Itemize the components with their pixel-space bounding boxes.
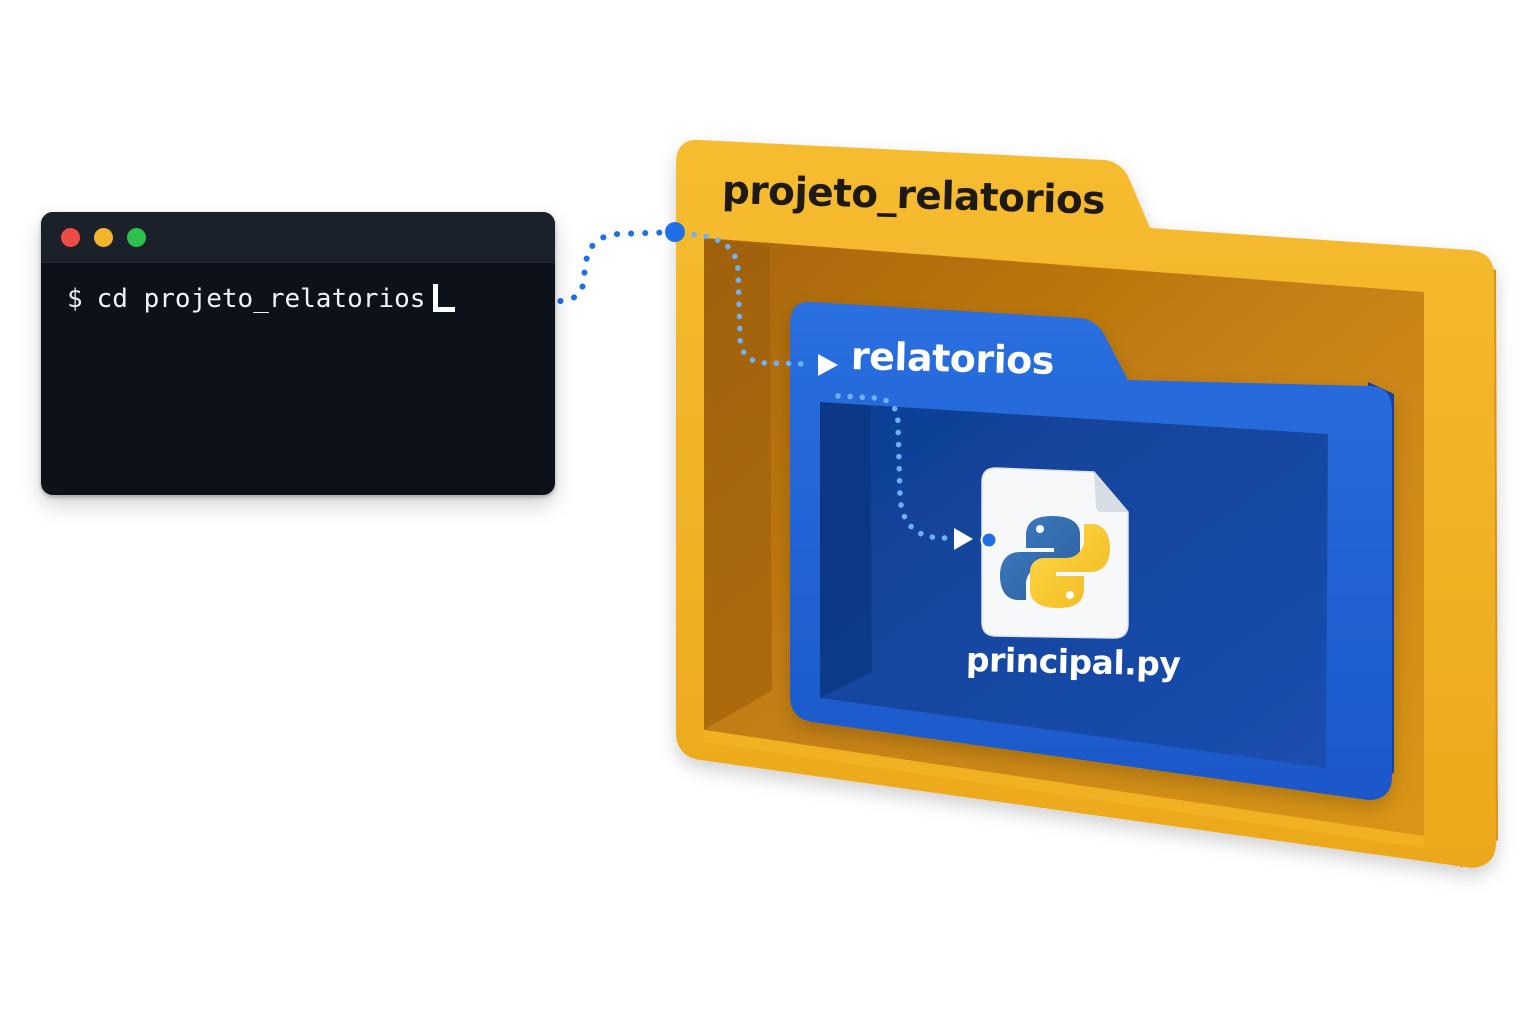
connectors <box>501 229 959 541</box>
terminal-command-line[interactable]: $ cd projeto_relatorios <box>67 282 456 316</box>
inner-folder-label: relatorios <box>850 334 1055 383</box>
connector-project-to-reports <box>679 231 815 367</box>
terminal-cursor <box>433 284 456 312</box>
inner-folder-wall <box>820 402 872 698</box>
close-window-button[interactable] <box>61 228 80 247</box>
python-logo-icon <box>1000 516 1110 608</box>
connector-node-file <box>980 531 998 549</box>
terminal-prompt: $ <box>67 284 83 314</box>
file-label: principal.py <box>965 640 1181 684</box>
minimize-window-button[interactable] <box>94 228 113 247</box>
terminal-command: cd projeto_relatorios <box>96 284 426 314</box>
arrowhead-file <box>954 528 973 550</box>
arrowhead-reports <box>818 354 838 376</box>
terminal-window[interactable]: $ cd projeto_relatorios <box>41 212 555 495</box>
outer-folder-lip <box>704 730 1424 848</box>
file-dog-ear <box>1094 472 1128 512</box>
connector-reports-to-file <box>835 393 959 541</box>
connector-node-project <box>665 222 685 242</box>
maximize-window-button[interactable] <box>127 228 146 247</box>
outer-folder-wall <box>704 238 772 730</box>
terminal-titlebar <box>41 212 555 263</box>
python-file[interactable] <box>981 467 1129 639</box>
